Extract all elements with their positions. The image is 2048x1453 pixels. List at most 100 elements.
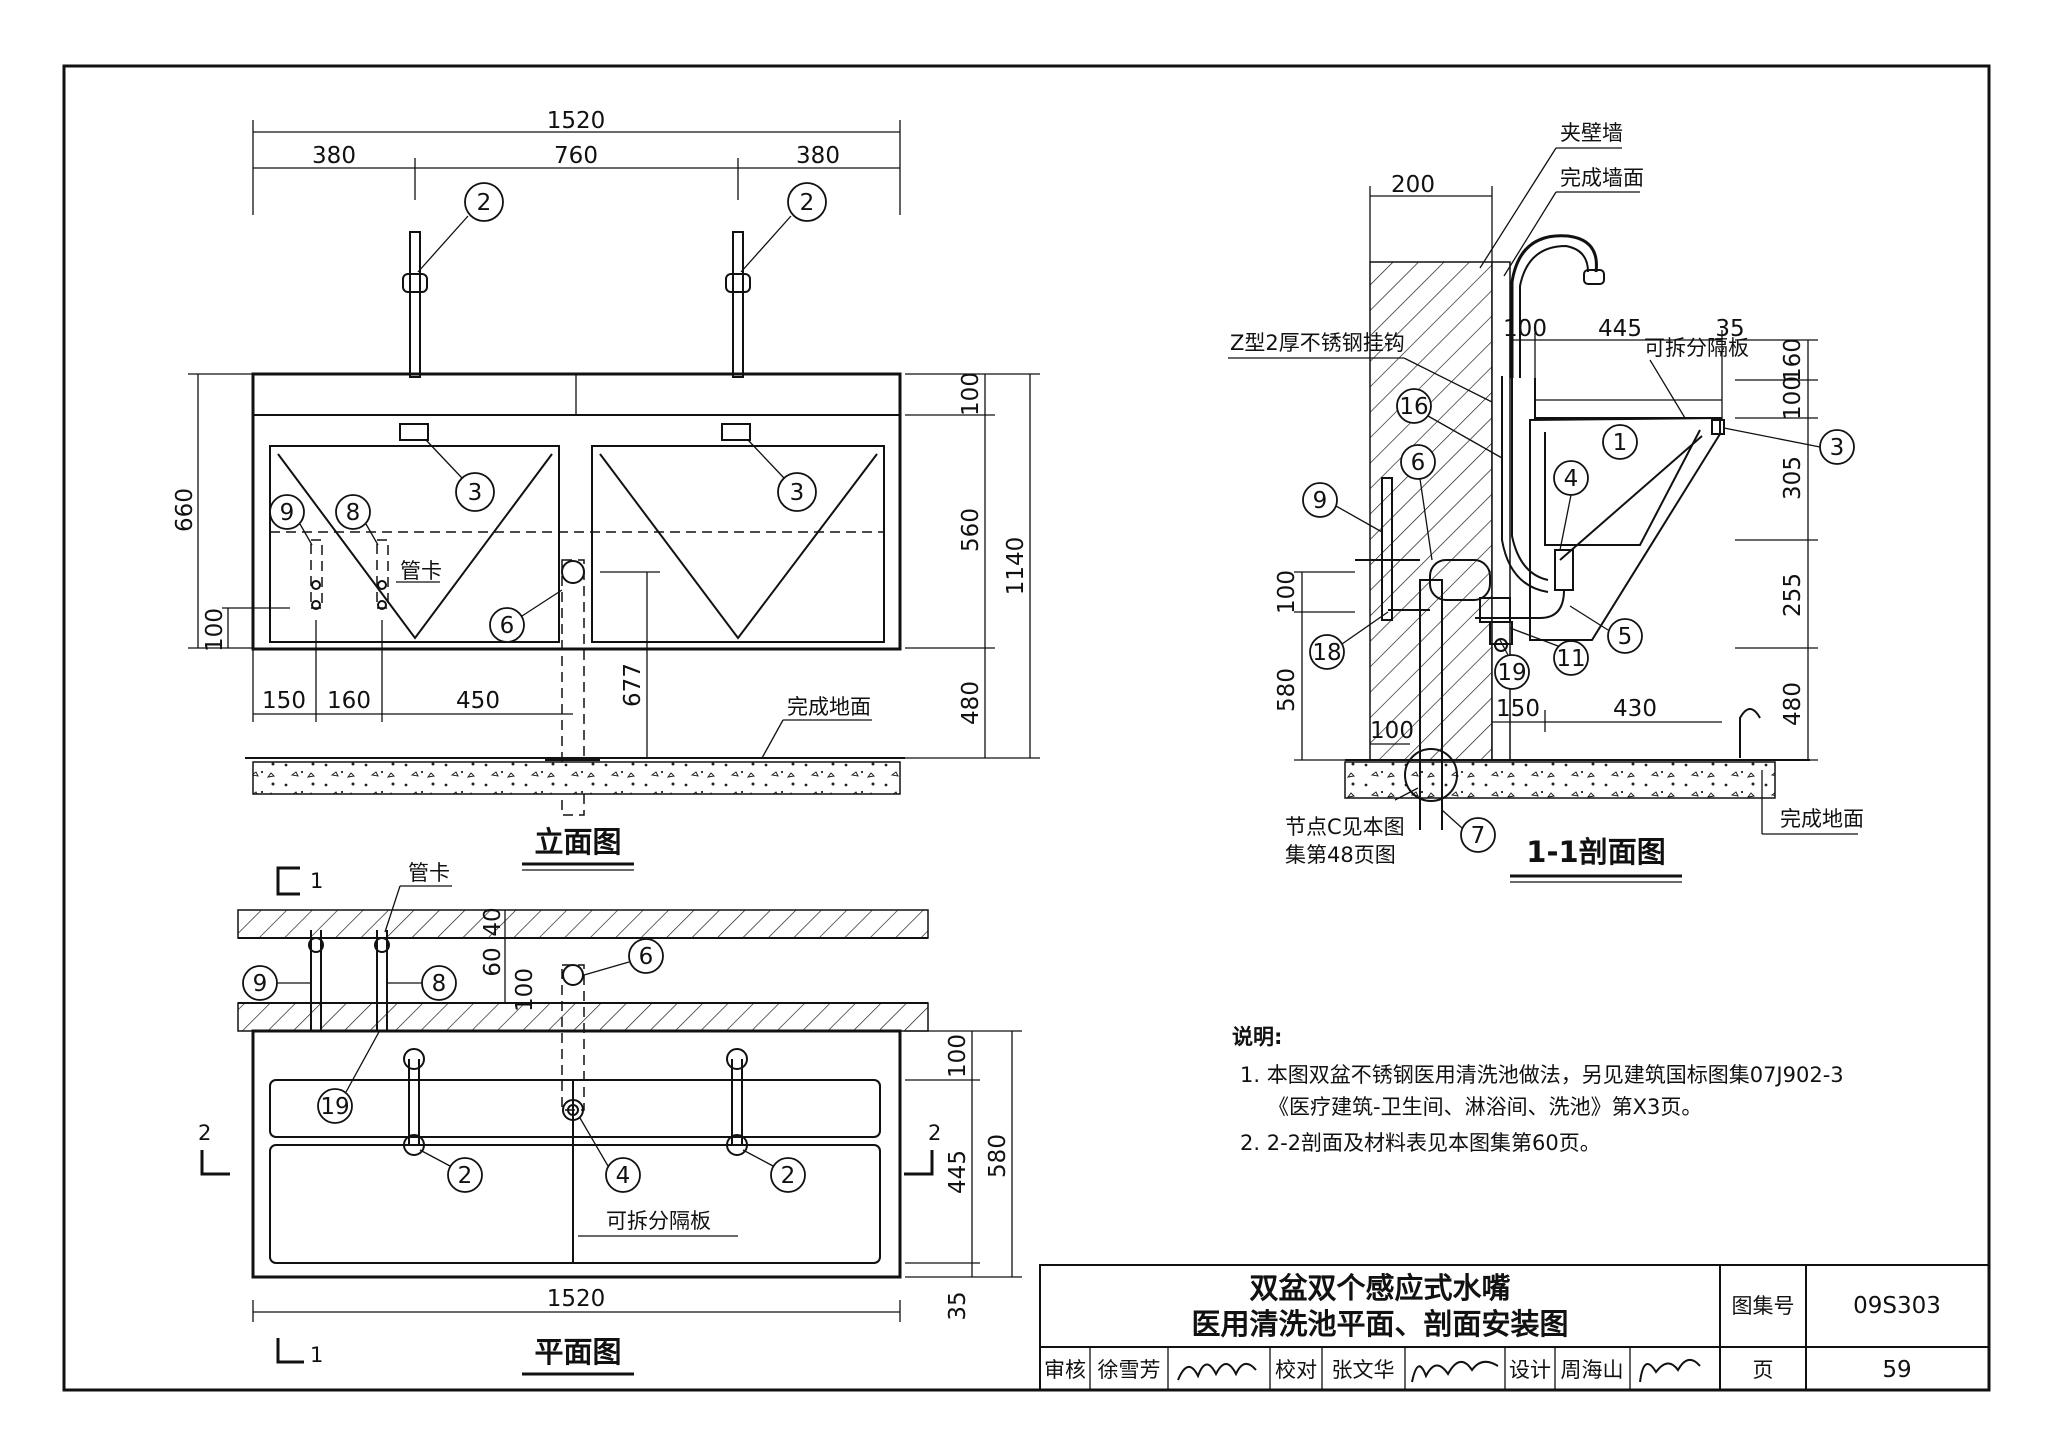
elev-callout-8: 8 (346, 500, 361, 526)
elev-dim-right: 380 (796, 143, 840, 169)
checker-name: 张文华 (1332, 1358, 1395, 1382)
sec-dim-150: 150 (1496, 696, 1540, 722)
sec-dim-480: 480 (1780, 682, 1806, 726)
elev-callout-6: 6 (500, 613, 515, 639)
plan-callout-2a: 2 (458, 1163, 473, 1189)
sec-dim-35: 35 (1715, 316, 1744, 342)
section-drain-pipe (1419, 579, 1443, 761)
plan-sec2-right: 2 (928, 1121, 941, 1145)
review-label: 审核 (1044, 1358, 1086, 1382)
reviewer-name: 徐雪芳 (1098, 1358, 1161, 1382)
sec-callout-7: 7 (1471, 823, 1486, 849)
plan-callout-4: 4 (616, 1163, 631, 1189)
plan-dim-35: 35 (945, 1291, 971, 1320)
gooseneck-faucet (1510, 234, 1598, 378)
plan-dim-445: 445 (945, 1150, 971, 1194)
plan-sec2-left: 2 (198, 1121, 211, 1145)
elev-dim-450: 450 (456, 688, 500, 714)
sec-hook-label: Z型2厚不锈钢挂钩 (1230, 331, 1405, 355)
sec-dim-100b: 100 (1780, 376, 1806, 420)
notes-line-2: 《医疗建筑-卫生间、淋浴间、洗池》第X3页。 (1268, 1095, 1702, 1119)
faucet-stem-right (732, 231, 744, 378)
sec-node-note-2: 集第48页图 (1285, 843, 1396, 867)
plan-callout-9: 9 (253, 971, 268, 997)
plan-sec1-bottom: 1 (310, 1343, 323, 1367)
notes-line-1: 1. 本图双盆不锈钢医用清洗池做法，另见建筑国标图集07J902-3 (1240, 1063, 1844, 1087)
sec-dim-200: 200 (1391, 172, 1435, 198)
plan-callout-19: 19 (320, 1094, 349, 1120)
sec-callout-1: 1 (1613, 430, 1628, 456)
section-wall (1369, 261, 1493, 761)
sec-callout-11: 11 (1556, 646, 1585, 672)
designer-name: 周海山 (1561, 1358, 1624, 1382)
sec-callout-19: 19 (1497, 660, 1526, 686)
elev-dim-150: 150 (262, 688, 306, 714)
plan-view: 1 1 2 2 管卡 可拆分隔板 (198, 861, 1022, 1376)
sec-dim-445: 445 (1598, 316, 1642, 342)
plan-dim-total: 1520 (547, 1286, 606, 1312)
elev-dim-100: 100 (958, 372, 984, 416)
faucet-sensor-left (402, 273, 428, 293)
title-line-1: 双盆双个感应式水嘴 (1249, 1271, 1510, 1305)
drain-pipe (561, 559, 585, 816)
sec-dim-w100: 100 (1503, 316, 1547, 342)
design-label: 设计 (1509, 1358, 1551, 1382)
elev-callout-9: 9 (280, 500, 295, 526)
plan-dim-580: 580 (985, 1134, 1011, 1178)
elev-dim-660: 660 (172, 488, 198, 532)
sec-cavity-wall-label: 夹壁墙 (1560, 121, 1623, 145)
notes-heading: 说明: (1232, 1025, 1282, 1049)
sec-callout-3: 3 (1830, 435, 1845, 461)
plan-dim-40: 40 (480, 907, 506, 936)
elev-dim-160: 160 (327, 688, 371, 714)
plan-wall-bottom (237, 1002, 929, 1032)
title-line-2: 医用清洗池平面、剖面安装图 (1191, 1307, 1568, 1341)
sec-dim-580: 580 (1274, 668, 1300, 712)
sec-callout-18: 18 (1312, 640, 1341, 666)
plan-dim-100: 100 (512, 968, 538, 1012)
section-floor-slab (1344, 761, 1776, 799)
plan-callout-8: 8 (432, 971, 447, 997)
plan-pipe-clamp-label: 管卡 (408, 861, 450, 885)
elev-callout-2b: 2 (800, 190, 815, 216)
plan-divider-label: 可拆分隔板 (606, 1209, 711, 1233)
elev-callout-2a: 2 (477, 190, 492, 216)
elev-pipe-clamp-label: 管卡 (400, 559, 442, 583)
sec-dim-b100: 100 (1370, 718, 1414, 744)
elevation-title: 立面图 (534, 825, 621, 859)
title-block: 双盆双个感应式水嘴 医用清洗池平面、剖面安装图 图集号 09S303 页 59 … (1039, 1264, 1990, 1391)
section-title: 1-1剖面图 (1526, 835, 1665, 869)
basin-panel-left (269, 445, 560, 643)
sec-callout-6: 6 (1411, 450, 1426, 476)
sec-dim-l100: 100 (1274, 570, 1300, 614)
faucet-sensor-right (725, 273, 751, 293)
sec-callout-9: 9 (1313, 488, 1328, 514)
plan-title: 平面图 (534, 1335, 621, 1369)
elev-dim-total: 1520 (547, 108, 606, 134)
check-label: 校对 (1275, 1358, 1317, 1382)
plan-dim-r100: 100 (945, 1034, 971, 1078)
plan-callout-6: 6 (639, 944, 654, 970)
floor-slab-elevation (252, 761, 901, 795)
sink-section (1529, 416, 1721, 641)
elev-dim-left: 380 (312, 143, 356, 169)
plan-dim-60: 60 (480, 947, 506, 976)
checker-signature (1411, 1360, 1499, 1383)
page-label: 页 (1753, 1358, 1774, 1382)
sec-dim-160: 160 (1780, 338, 1806, 382)
elev-floor-label: 完成地面 (787, 695, 871, 719)
elev-dim-560: 560 (958, 508, 984, 552)
elev-callout-3b: 3 (790, 480, 805, 506)
notes-line-3: 2. 2-2剖面及材料表见本图集第60页。 (1240, 1131, 1601, 1155)
plan-sec1-top: 1 (310, 869, 323, 893)
page-number: 59 (1882, 1357, 1911, 1383)
plan-sink-body (251, 1029, 902, 1279)
elev-dim-480: 480 (958, 681, 984, 725)
elev-dim-100a: 100 (202, 608, 228, 652)
section-view: 200 夹壁墙 完成墙面 可拆分隔板 Z型2厚不锈钢挂钩 (1228, 121, 1864, 883)
elev-dim-677: 677 (620, 663, 646, 707)
sec-floor-label: 完成地面 (1780, 807, 1864, 831)
elev-dim-mid: 760 (554, 143, 598, 169)
